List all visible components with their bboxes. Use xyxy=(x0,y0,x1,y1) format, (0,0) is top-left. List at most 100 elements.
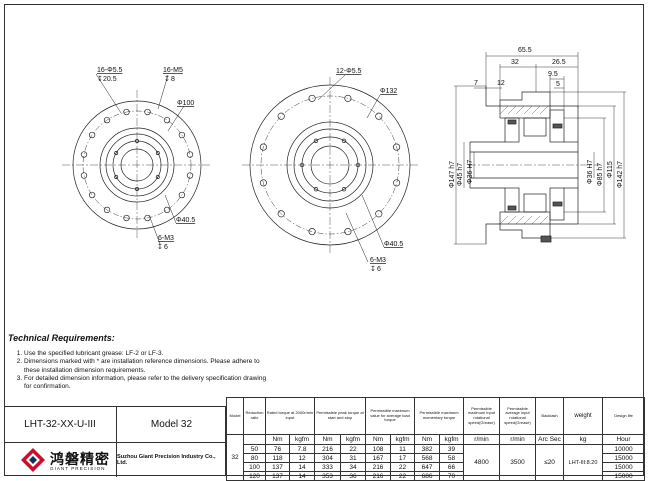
sec-dim-36-right: Φ36 H7 xyxy=(587,160,594,184)
sec-dim-36-left: Φ36 H7 xyxy=(467,160,474,184)
tech-item: Dimensions marked with * are installatio… xyxy=(24,358,274,375)
tech-requirements-title: Technical Requirements: xyxy=(8,333,115,343)
engineering-drawing: 16-Φ5.5 20.5 ↧ 16-M5 8 ↧ Φ100 Φ40.5 6-M3… xyxy=(62,47,626,273)
cell-value: 216 xyxy=(314,444,342,454)
company-logo: 鸿磐精密 GIANT PRECISION xyxy=(4,443,117,477)
bolt-hole xyxy=(123,108,130,116)
hdr-life: Design life xyxy=(602,397,646,435)
mv-dia-inner: Φ40.5 xyxy=(384,241,403,248)
unit-cell: kgfm xyxy=(390,434,416,445)
tech-item: For detailed dimension information, plea… xyxy=(24,375,274,392)
cell-value: 14 xyxy=(288,471,316,481)
sec-dim-142: Φ142 h7 xyxy=(617,161,624,188)
cell-life: 15000 xyxy=(602,462,646,472)
bolt-hole xyxy=(163,206,171,214)
cell-value: 382 xyxy=(414,444,441,454)
bolt-hole xyxy=(103,206,111,214)
cell-value: 70 xyxy=(439,471,465,481)
cell-value: 17 xyxy=(390,453,416,463)
spec-table: Model Reduction ratio Rated torque at 20… xyxy=(226,397,646,481)
cell-weight: LHT-III:8.20 xyxy=(563,444,604,481)
bolt-hole xyxy=(259,143,267,151)
logo-english: GIANT PRECISION xyxy=(50,466,106,471)
cell-value: 216 xyxy=(365,471,392,481)
cell-max-speed: 4800 xyxy=(463,444,501,481)
hdr-avg-speed: Permissible average input rotational spe… xyxy=(499,397,537,435)
mv-center-depth: 6 xyxy=(377,266,381,273)
cell-value: 12 xyxy=(288,453,316,463)
unit-cell: kg xyxy=(563,434,604,445)
bolt-hole xyxy=(144,108,151,116)
hdr-backlash: Backlash xyxy=(535,397,565,435)
tech-item: Use the specified lubricant grease: LF-2… xyxy=(24,350,274,358)
cell-life: 15000 xyxy=(602,453,646,463)
bolt-hole xyxy=(277,210,285,218)
cell-value: 108 xyxy=(365,444,392,454)
cell-ratio: 80 xyxy=(243,453,266,463)
lv-dia-outer: Φ100 xyxy=(177,100,194,107)
bolt-hole xyxy=(88,131,96,139)
table-row: 120 137 14 353 36 216 22 686 70 15000 xyxy=(227,471,646,481)
cell-value: 647 xyxy=(414,462,441,472)
cell-value: 22 xyxy=(390,471,416,481)
cell-value: 137 xyxy=(265,471,290,481)
sec-dim-65-5: 65.5 xyxy=(518,47,532,54)
unit-cell: kgfm xyxy=(340,434,367,445)
bolt-hole xyxy=(186,151,194,158)
mv-hole-label: 12-Φ5.5 xyxy=(336,68,362,75)
unit-cell: Nm xyxy=(365,434,392,445)
cell-ratio: 100 xyxy=(243,462,266,472)
hdr-weight: weight xyxy=(563,397,604,435)
cell-value: 58 xyxy=(439,453,465,463)
bolt-hole xyxy=(103,116,111,124)
bolt-hole xyxy=(163,116,171,124)
unit-cell: Nm xyxy=(265,434,290,445)
bolt-hole xyxy=(393,179,401,187)
cell-ratio: 120 xyxy=(243,471,266,481)
section-view xyxy=(454,52,626,245)
bolt-hole xyxy=(344,228,352,236)
bolt-hole xyxy=(308,94,316,102)
cell-value: 333 xyxy=(314,462,342,472)
mv-center-thread: 6-M3 xyxy=(370,257,386,264)
depth-icon: ↧ xyxy=(157,243,163,251)
thread-hole xyxy=(114,151,119,155)
sec-dim-26-5: 26.5 xyxy=(552,59,566,66)
cell-model: 32 xyxy=(226,434,244,481)
cell-value: 14 xyxy=(288,462,316,472)
hdr-rated-torque: Rated torque at 2000r/min input xyxy=(264,397,316,435)
sec-dim-5: 5 xyxy=(556,81,560,88)
cell-value: 167 xyxy=(365,453,392,463)
bolt-hole xyxy=(123,214,130,222)
cell-value: 22 xyxy=(340,444,367,454)
cell-value: 7.8 xyxy=(288,444,316,454)
lv-center-thread: 6-M3 xyxy=(158,235,174,242)
sec-dim-147: Φ147 h7 xyxy=(449,161,456,188)
unit-cell: Hour xyxy=(602,434,646,445)
cell-avg-speed: 3500 xyxy=(499,444,537,481)
drawing-code: LHT-32-XX-U-III xyxy=(4,407,117,443)
unit-blank xyxy=(243,434,266,445)
lv-thread-depth: 8 xyxy=(171,76,175,83)
depth-icon: ↧ xyxy=(97,75,103,83)
hdr-ratio: Reduction ratio xyxy=(243,397,266,435)
bolt-hole xyxy=(80,151,88,158)
cell-value: 137 xyxy=(265,462,290,472)
thread-hole xyxy=(355,162,361,168)
tech-requirements-list: Use the specified lubricant grease: LF-2… xyxy=(12,350,274,391)
hdr-momentary-torque: Permissible maximum momentary torque xyxy=(414,397,465,435)
sec-dim-32: 32 xyxy=(511,59,519,66)
lv-thread-label: 16-M5 xyxy=(163,67,183,74)
bolt-hole xyxy=(178,191,186,199)
cell-value: 22 xyxy=(390,462,416,472)
bolt-hole xyxy=(277,112,285,120)
logo-chinese: 鸿磐精密 xyxy=(50,452,110,468)
cell-value: 686 xyxy=(414,471,441,481)
bolt-hole xyxy=(308,228,316,236)
thread-hole xyxy=(313,138,319,143)
lv-hole-label: 16-Φ5.5 xyxy=(97,67,123,74)
depth-icon: ↧ xyxy=(370,265,376,273)
bolt-hole xyxy=(259,179,267,187)
cell-life: 10000 xyxy=(602,444,646,454)
giant-logo-icon xyxy=(21,448,45,472)
